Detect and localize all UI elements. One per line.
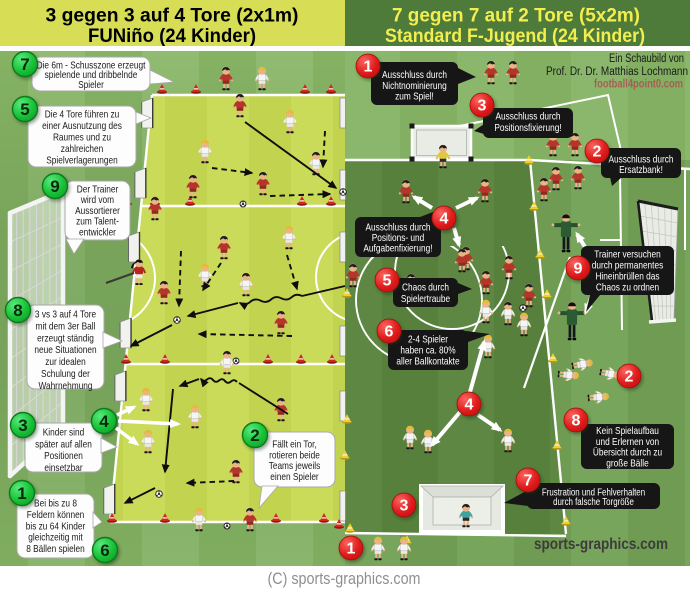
- svg-text:Standard F-Jugend (24 Kinder): Standard F-Jugend (24 Kinder): [385, 26, 645, 47]
- svg-text:Ausschluss durch: Ausschluss durch: [496, 110, 561, 122]
- svg-text:Ausschluss durch: Ausschluss durch: [382, 69, 447, 81]
- svg-text:7: 7: [524, 473, 533, 490]
- svg-text:Die 4 Tore führen zu: Die 4 Tore führen zu: [45, 108, 120, 120]
- svg-text:Schulung der: Schulung der: [41, 368, 90, 380]
- svg-text:FUNiño (24 Kinder): FUNiño (24 Kinder): [88, 26, 256, 47]
- svg-text:sports-graphics.com: sports-graphics.com: [534, 536, 668, 553]
- svg-text:mit dem 3er Ball: mit dem 3er Ball: [36, 320, 96, 332]
- svg-text:2: 2: [625, 369, 634, 386]
- svg-text:zum Talent-: zum Talent-: [76, 216, 119, 228]
- svg-text:rotieren beide: rotieren beide: [269, 449, 320, 461]
- svg-text:2-4 Spieler: 2-4 Spieler: [408, 333, 448, 345]
- svg-text:8: 8: [13, 301, 22, 320]
- svg-text:3: 3: [400, 498, 409, 515]
- svg-text:(C) sports-graphics.com: (C) sports-graphics.com: [268, 570, 421, 588]
- svg-text:Der Trainer: Der Trainer: [77, 184, 119, 196]
- svg-text:5: 5: [383, 273, 392, 290]
- svg-text:Ersatzbank!: Ersatzbank!: [619, 164, 663, 176]
- svg-text:Nichtnominierung: Nichtnominierung: [382, 80, 447, 92]
- svg-text:Trainer versuchen: Trainer versuchen: [594, 248, 661, 260]
- svg-text:spielende und dribbelnde: spielende und dribbelnde: [45, 69, 138, 81]
- svg-text:Chaos durch: Chaos durch: [402, 282, 449, 294]
- svg-text:Ausschluss durch: Ausschluss durch: [366, 222, 431, 234]
- svg-text:und Erlernen von: und Erlernen von: [596, 436, 659, 448]
- svg-text:9: 9: [574, 261, 583, 278]
- svg-text:Frustration und Fehlverhalten: Frustration und Fehlverhalten: [542, 487, 645, 498]
- svg-text:Bei bis zu 8: Bei bis zu 8: [34, 498, 77, 510]
- svg-text:neue Situationen: neue Situationen: [34, 344, 96, 356]
- svg-text:erzeugt ständig: erzeugt ständig: [37, 332, 94, 344]
- svg-text:7 gegen 7 auf 2 Tore (5x2m): 7 gegen 7 auf 2 Tore (5x2m): [392, 6, 640, 27]
- svg-text:3: 3: [478, 98, 487, 115]
- svg-text:Teams jeweils: Teams jeweils: [269, 460, 321, 472]
- svg-text:Wahrnehmung: Wahrnehmung: [38, 380, 92, 392]
- svg-text:Ausschluss durch: Ausschluss durch: [609, 154, 674, 166]
- svg-text:5: 5: [20, 100, 29, 119]
- svg-text:2: 2: [593, 144, 602, 161]
- svg-text:zahlreichen: zahlreichen: [61, 143, 104, 155]
- svg-text:einsetzbar: einsetzbar: [44, 462, 83, 474]
- svg-text:aller Ballkontakte: aller Ballkontakte: [396, 356, 459, 368]
- svg-text:einer Ausnutzung des: einer Ausnutzung des: [42, 120, 122, 132]
- svg-text:3 vs 3 auf 4 Tore: 3 vs 3 auf 4 Tore: [35, 309, 96, 321]
- svg-text:2: 2: [250, 426, 259, 445]
- svg-text:3: 3: [18, 416, 27, 435]
- svg-text:Positionsfixierung!: Positionsfixierung!: [494, 122, 561, 134]
- svg-text:gleichzeitig mit: gleichzeitig mit: [28, 532, 82, 544]
- svg-text:Positionen: Positionen: [44, 450, 83, 462]
- svg-text:bis zu 64 Kinder: bis zu 64 Kinder: [26, 520, 86, 532]
- svg-text:wird vom: wird vom: [80, 194, 114, 206]
- svg-text:Spielverlagerungen: Spielverlagerungen: [46, 154, 118, 166]
- svg-text:Chaos zu ordnen: Chaos zu ordnen: [596, 281, 659, 293]
- svg-text:football4point0.com: football4point0.com: [594, 77, 683, 91]
- svg-text:Spielertraube: Spielertraube: [401, 293, 450, 305]
- svg-text:8: 8: [572, 413, 581, 430]
- svg-text:Positions- und: Positions- und: [372, 232, 425, 244]
- svg-text:1: 1: [347, 541, 356, 558]
- svg-text:Aussortierer: Aussortierer: [75, 205, 120, 217]
- svg-text:7: 7: [20, 55, 29, 74]
- svg-text:3 gegen 3 auf 4 Tore (2x1m): 3 gegen 3 auf 4 Tore (2x1m): [46, 6, 299, 27]
- svg-text:große Bälle: große Bälle: [606, 458, 649, 470]
- svg-text:1: 1: [17, 484, 26, 503]
- svg-text:durch falsche Torgröße: durch falsche Torgröße: [553, 497, 634, 508]
- svg-text:Fällt ein Tor,: Fällt ein Tor,: [272, 439, 317, 451]
- svg-text:4: 4: [465, 397, 474, 414]
- svg-text:Übersicht durch zu: Übersicht durch zu: [593, 447, 662, 459]
- svg-text:Aufgabenfixierung!: Aufgabenfixierung!: [363, 242, 432, 254]
- svg-text:6: 6: [100, 541, 109, 560]
- svg-text:zum Spiel!: zum Spiel!: [395, 91, 434, 103]
- svg-text:Hineinbrüllen das: Hineinbrüllen das: [595, 270, 659, 282]
- svg-text:Kinder sind: Kinder sind: [43, 427, 85, 439]
- svg-text:zur idealen: zur idealen: [45, 356, 86, 368]
- svg-text:4: 4: [440, 211, 449, 228]
- svg-text:Prof. Dr. Dr. Matthias Lochman: Prof. Dr. Dr. Matthias Lochmann: [546, 66, 688, 78]
- svg-text:4: 4: [99, 412, 109, 431]
- svg-text:Ein Schaubild von: Ein Schaubild von: [609, 53, 684, 65]
- svg-text:einen Spieler: einen Spieler: [270, 471, 319, 483]
- svg-text:haben ca. 80%: haben ca. 80%: [400, 344, 455, 356]
- svg-text:Feldern können: Feldern können: [27, 509, 85, 521]
- svg-text:Raumes und zu: Raumes und zu: [53, 131, 111, 143]
- svg-text:8 Bällen spielen: 8 Bällen spielen: [26, 543, 85, 555]
- svg-text:entwickler: entwickler: [79, 226, 116, 238]
- svg-text:6: 6: [385, 324, 394, 341]
- svg-text:1: 1: [364, 59, 373, 76]
- svg-text:Kein Spielaufbau: Kein Spielaufbau: [596, 425, 659, 437]
- svg-text:später auf allen: später auf allen: [35, 438, 92, 450]
- svg-text:durch permanentes: durch permanentes: [592, 259, 664, 271]
- svg-text:Spieler: Spieler: [78, 79, 104, 91]
- svg-text:Die 6m - Schusszone erzeugt: Die 6m - Schusszone erzeugt: [37, 59, 146, 71]
- svg-text:9: 9: [50, 177, 59, 196]
